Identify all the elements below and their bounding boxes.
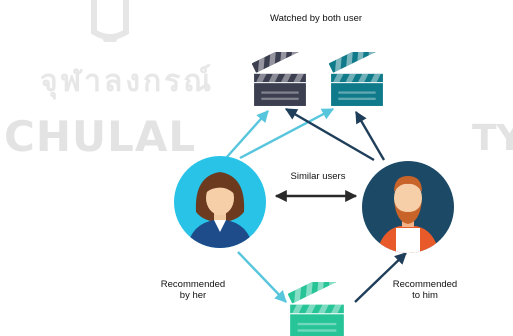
recommended-film-clapperboard-icon — [288, 282, 344, 336]
female-user-icon — [174, 156, 266, 248]
recommended-by-her-line-2: by her — [179, 290, 207, 301]
arrow-him-to-right-film — [354, 110, 386, 161]
watched-film-right-clapperboard-icon — [329, 52, 383, 106]
arrow-him-to-left-film — [284, 107, 375, 162]
recommended-to-him-label: Recommended to him — [380, 279, 470, 301]
watched-film-left-clapperboard-icon — [252, 52, 306, 106]
arrow-her-to-left-film — [225, 110, 269, 159]
similar-users-label: Similar users — [290, 171, 346, 182]
seal-watermark — [91, 0, 129, 42]
arrow-her-to-right-film — [239, 107, 335, 160]
recommended-by-her-label: Recommended by her — [148, 279, 238, 301]
male-user-icon — [362, 161, 454, 253]
latin-watermark-left: CHULAL — [4, 112, 197, 161]
arrow-her-to-recommended-film — [237, 251, 287, 303]
recommended-by-her-line-1: Recommended — [160, 279, 226, 290]
watched-by-both-label: Watched by both user — [269, 13, 363, 24]
latin-watermark-right: TY — [472, 118, 513, 159]
recommended-to-him-line-1: Recommended — [392, 279, 458, 290]
recommended-to-him-line-2: to him — [412, 290, 438, 301]
arrow-recommended-film-to-him — [354, 252, 407, 303]
thai-watermark: จุฬาลงกรณ์ — [40, 64, 215, 99]
